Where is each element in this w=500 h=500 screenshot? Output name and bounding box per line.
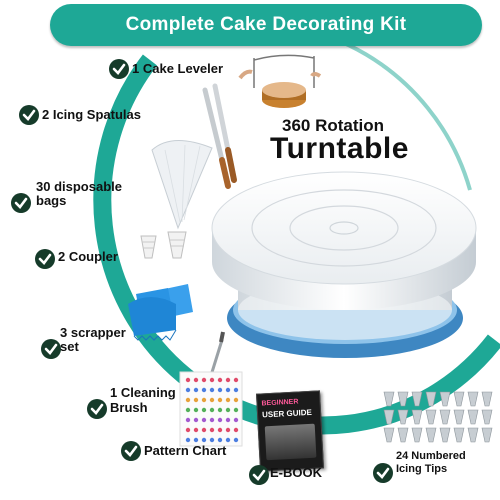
label-coupler: 2 Coupler xyxy=(58,249,118,264)
label-cleaning-brush-line2: Brush xyxy=(110,400,148,415)
label-icing-spatulas: 2 Icing Spatulas xyxy=(42,107,141,122)
label-scrapper-line2: set xyxy=(60,339,79,354)
label-ebook: E-BOOK xyxy=(270,465,322,480)
banner-title: Complete Cake Decorating Kit xyxy=(125,14,407,35)
label-disposable-bags-line2: bags xyxy=(36,193,67,208)
check-icon xyxy=(87,399,107,419)
label-scrapper-line1: 3 scrapper xyxy=(60,325,126,340)
check-icon xyxy=(35,249,55,269)
check-icon xyxy=(121,441,141,461)
check-icon xyxy=(11,193,31,213)
label-cake-leveler: 1 Cake Leveler xyxy=(132,61,224,76)
check-icon xyxy=(19,105,39,125)
label-disposable-bags-line1: 30 disposable xyxy=(36,179,122,194)
label-pattern-chart: Pattern Chart xyxy=(144,443,227,458)
turntable-title: Turntable xyxy=(270,132,409,165)
turntable-rotation-label: 360 Rotation xyxy=(282,116,385,135)
label-icing-tips-line1: 24 Numbered xyxy=(396,450,466,462)
title-banner: Complete Cake Decorating Kit xyxy=(50,4,482,46)
check-icon xyxy=(249,465,269,485)
check-icon xyxy=(41,339,61,359)
label-icing-tips-line2: Icing Tips xyxy=(396,463,448,475)
check-icon xyxy=(109,59,129,79)
check-icon xyxy=(373,463,393,483)
label-cleaning-brush-line1: 1 Cleaning xyxy=(110,385,176,400)
